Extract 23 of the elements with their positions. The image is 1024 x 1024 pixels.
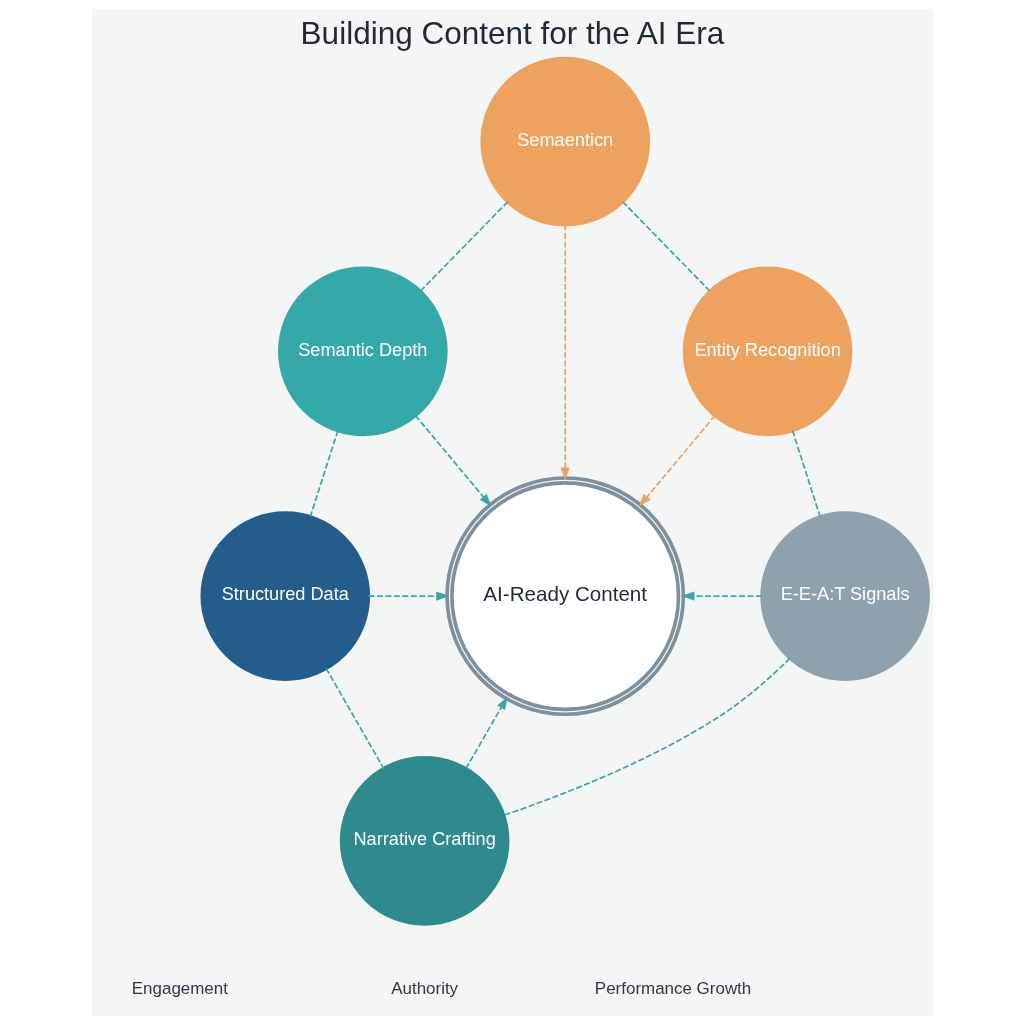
connector — [621, 200, 711, 292]
arrow — [560, 223, 570, 480]
node-circle: Structured Data — [199, 510, 370, 681]
node-circle: Semaenticn — [479, 56, 650, 226]
connector — [502, 656, 791, 816]
node-circle: Entity Recognition — [682, 266, 852, 436]
label: Engagement — [131, 978, 228, 998]
arrow — [414, 414, 492, 507]
connector — [309, 429, 339, 517]
node-circle: Narrative Crafting — [339, 755, 509, 926]
arrow — [464, 695, 508, 769]
label: Performance Growth — [594, 978, 751, 998]
node-circle: Semantic Depth — [277, 266, 448, 436]
arrow — [638, 414, 716, 507]
arrow — [680, 591, 763, 601]
node-circle: E-E-A:T Signals — [759, 510, 930, 681]
connector — [324, 667, 385, 769]
diagram-title: Building Content for the AI Era — [300, 14, 724, 51]
connector — [791, 429, 821, 517]
node-circle: AI-Ready Content — [444, 475, 685, 716]
arrow — [367, 591, 449, 601]
label: Authority — [390, 978, 458, 998]
connector — [419, 200, 509, 292]
